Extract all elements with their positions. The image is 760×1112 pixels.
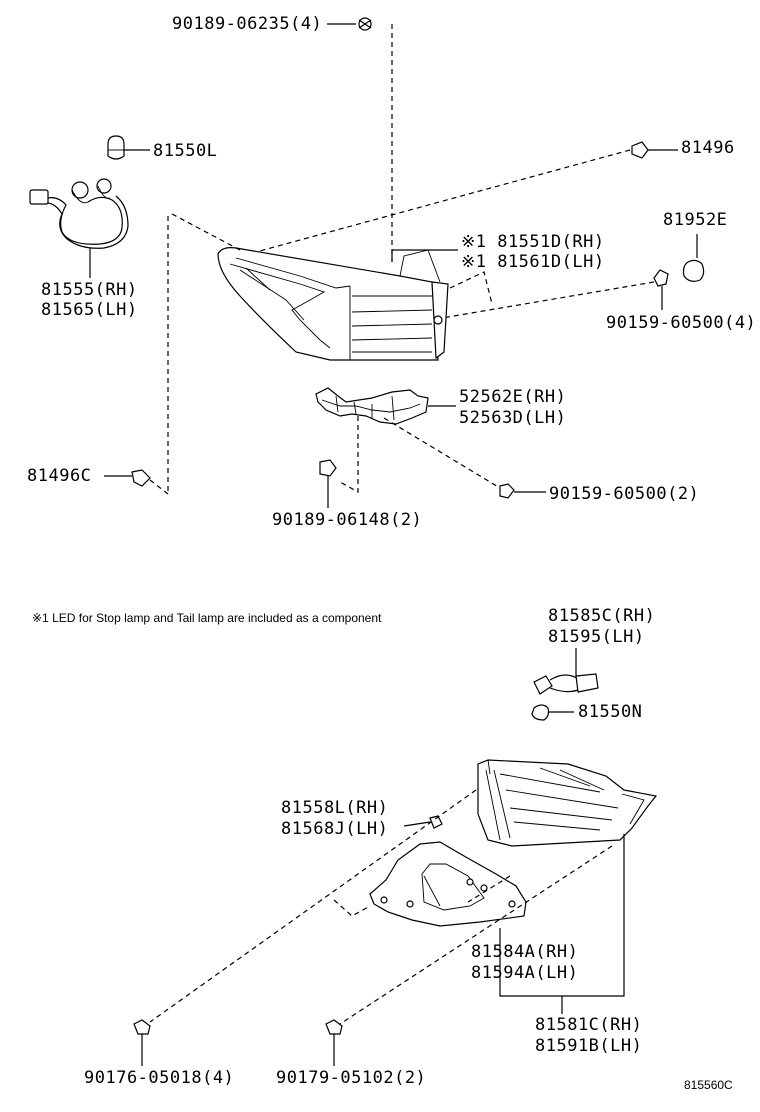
part-label: 81550N	[578, 702, 643, 722]
part-label: 81952E	[663, 210, 728, 230]
part-label: 81568J(LH)	[281, 819, 389, 839]
leader-line	[391, 249, 458, 262]
leader-line	[339, 845, 613, 1025]
part-label: 81565(LH)	[41, 300, 138, 320]
part-label: 90159-60500(2)	[549, 484, 700, 504]
part-label: 90189-06148(2)	[272, 510, 423, 530]
wire-harness-icon	[29, 178, 129, 278]
part-label: ※1 81551D(RH)	[461, 232, 605, 252]
part-label: 81594A(LH)	[471, 963, 579, 983]
bulb-icon	[531, 704, 574, 721]
clip-icon	[319, 459, 337, 508]
diagram-code: 815560C	[684, 1078, 733, 1092]
clip-icon	[327, 17, 372, 31]
part-label: 81581C(RH)	[535, 1015, 643, 1035]
leader-line	[339, 416, 359, 494]
part-label: 52563D(LH)	[459, 408, 567, 428]
screw-icon	[499, 483, 546, 499]
part-label: 81496C	[27, 466, 92, 486]
bracket-icon	[315, 387, 456, 425]
clip-icon	[429, 815, 443, 829]
leader-line	[255, 149, 631, 253]
screw-icon	[653, 269, 669, 310]
part-label: 90189-06235(4)	[172, 14, 323, 34]
part-label: 81584A(RH)	[471, 942, 579, 962]
cap-icon	[682, 234, 705, 282]
gasket-icon	[369, 841, 527, 927]
part-label: 81555(RH)	[41, 280, 138, 300]
part-label: 52562E(RH)	[459, 387, 567, 407]
leader-line	[149, 479, 169, 495]
leader-line	[403, 821, 431, 827]
part-label: 81595(LH)	[548, 627, 645, 647]
nut-icon	[133, 1019, 151, 1066]
part-label: 90176-05018(4)	[84, 1068, 235, 1088]
part-label: ※1 81561D(LH)	[461, 252, 605, 272]
rear-lamp-assembly	[217, 247, 493, 361]
footnote: ※1 LED for Stop lamp and Tail lamp are i…	[32, 611, 382, 625]
socket-wire-icon	[533, 648, 599, 695]
inner-lamp-assembly	[477, 759, 658, 847]
clip-icon	[631, 141, 678, 159]
part-label: 90159-60500(4)	[606, 313, 757, 333]
leader-line	[171, 213, 241, 251]
part-label: 81591B(LH)	[535, 1036, 643, 1056]
leader-line	[333, 899, 371, 917]
part-label: 81558L(RH)	[281, 798, 389, 818]
part-label: 81585C(RH)	[548, 606, 656, 626]
bulb-icon	[107, 135, 150, 160]
leader-line	[149, 789, 477, 1023]
part-label: 90179-05102(2)	[276, 1068, 427, 1088]
part-label: 81550L	[153, 141, 218, 161]
nut-icon	[325, 1019, 343, 1066]
clip-icon	[104, 469, 151, 487]
leader-line	[383, 417, 501, 489]
part-label: 81496	[681, 138, 735, 158]
